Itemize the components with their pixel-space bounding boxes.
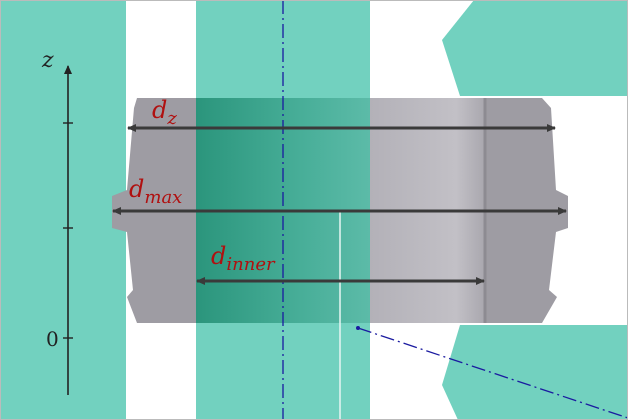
right-lower-teal-part [442, 325, 628, 420]
right-upper-teal-part [442, 0, 628, 96]
dz-label: dz [152, 96, 177, 129]
dmax-label: dmax [129, 175, 182, 208]
dinner-label-base: d [211, 242, 226, 270]
z-axis-origin-label: 0 [46, 327, 59, 351]
dinner-label-sub: inner [226, 254, 276, 275]
diagonal-centerline-point [356, 326, 360, 330]
left-teal-column [0, 0, 126, 420]
dz-label-base: d [152, 96, 167, 124]
dinner-label: dinner [211, 242, 276, 275]
dz-label-sub: z [166, 108, 177, 129]
dmax-label-base: d [129, 175, 144, 203]
dmax-label-sub: max [144, 187, 182, 208]
z-axis-label: z [41, 48, 54, 73]
